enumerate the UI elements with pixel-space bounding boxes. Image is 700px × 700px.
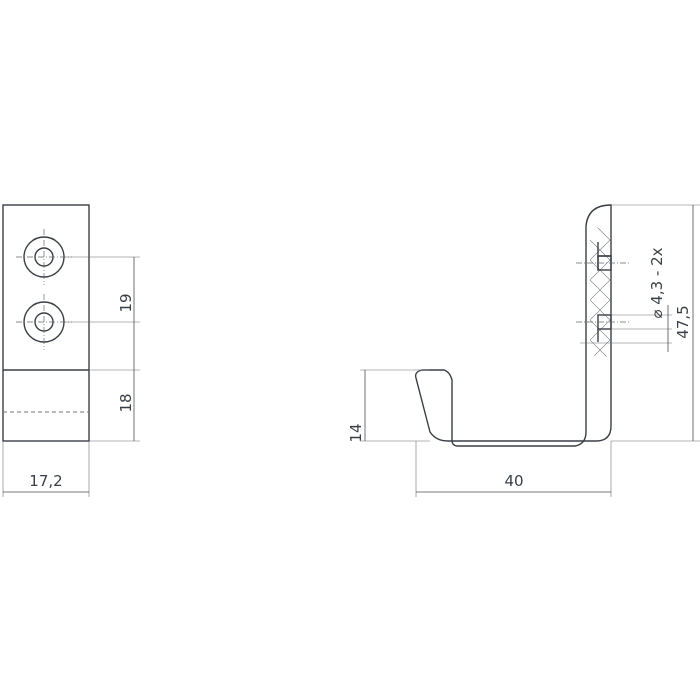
upper-hole: [16, 229, 72, 285]
hook-profile: [414, 204, 612, 447]
front-view-body: [2, 204, 90, 442]
front-view: [2, 204, 140, 497]
side-lower-hole: [576, 314, 630, 342]
section-hatching: [590, 227, 611, 357]
side-upper-hole: [576, 242, 630, 271]
hole-spacing-label: 19: [117, 293, 135, 312]
hole-diameter-label: ⌀ 4,3 - 2x: [648, 247, 666, 318]
hook-depth-label: 14: [347, 423, 365, 442]
lower-hole: [16, 294, 72, 350]
side-view: [360, 204, 700, 497]
lower-height-label: 18: [117, 393, 135, 412]
total-height-label: 47,5: [674, 305, 692, 338]
width-label: 17,2: [29, 472, 62, 490]
projection-label: 40: [504, 472, 523, 490]
